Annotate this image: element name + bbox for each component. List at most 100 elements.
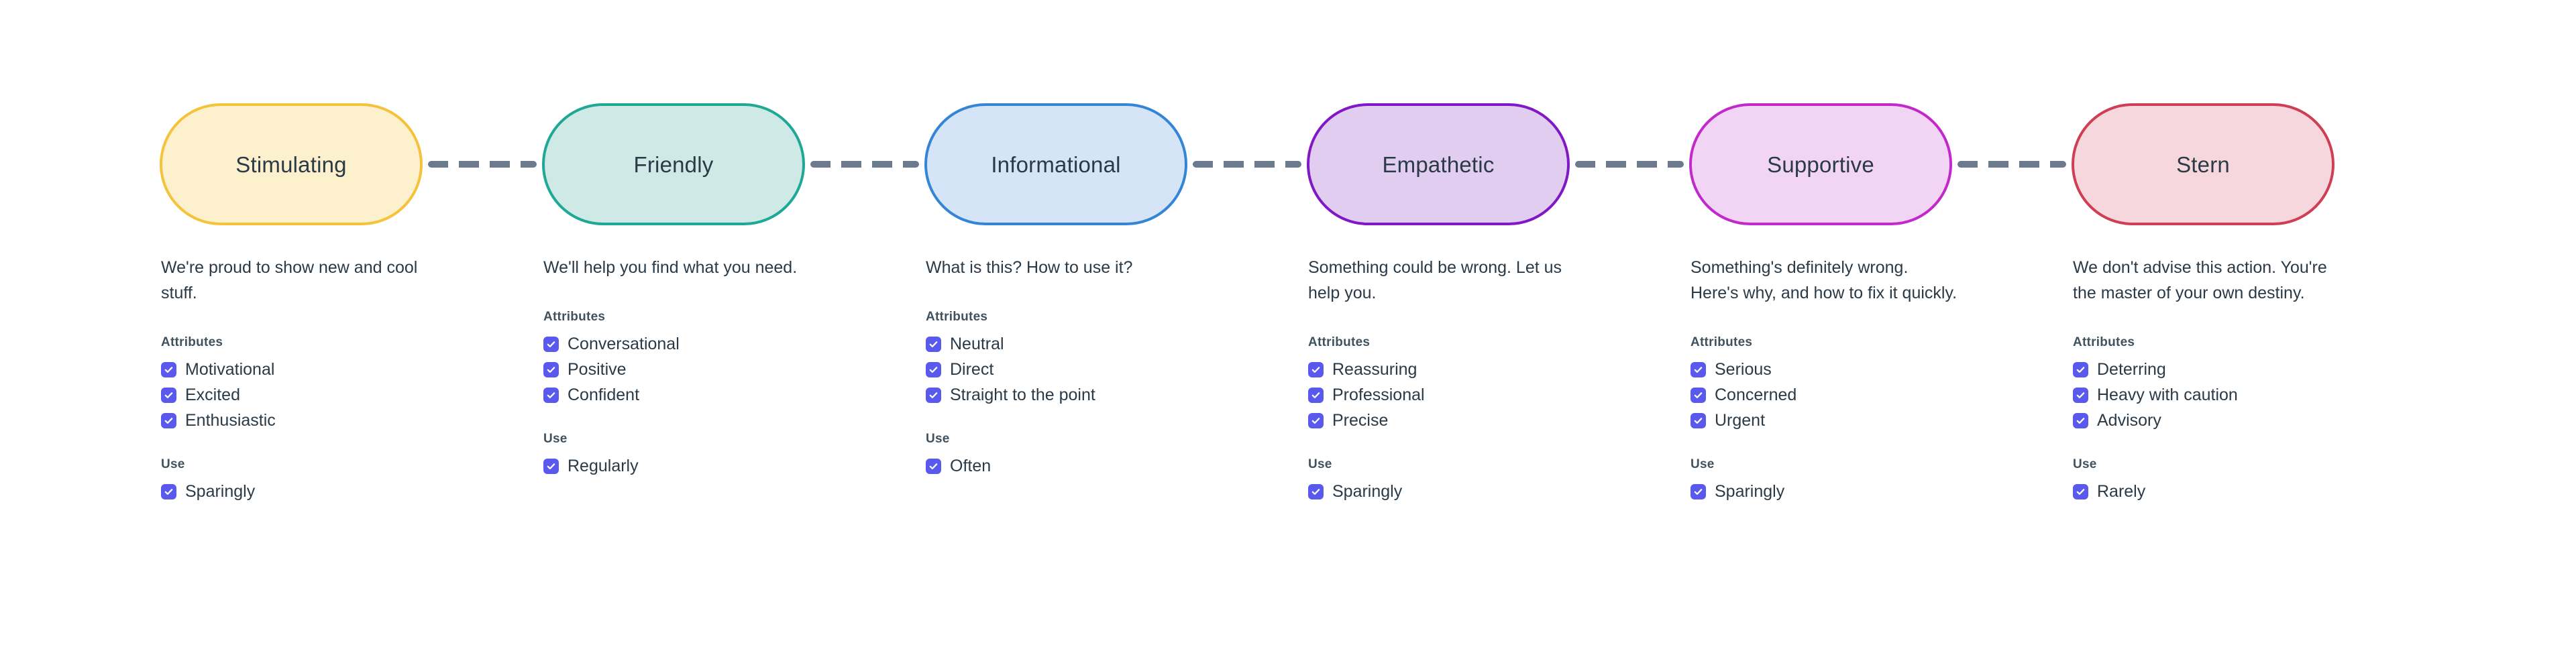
checkmark-icon[interactable] <box>161 483 176 499</box>
checkmark-icon[interactable] <box>543 361 559 377</box>
tone-pill-stern[interactable]: Stern <box>2072 103 2334 225</box>
checkmark-icon[interactable] <box>926 458 941 474</box>
checkmark-icon[interactable] <box>926 361 941 377</box>
pill-row: Supportive <box>1689 101 2072 228</box>
tone-pill-stimulating[interactable]: Stimulating <box>160 103 423 225</box>
checkbox-row[interactable]: Excited <box>161 382 542 408</box>
checkbox-row[interactable]: Reassuring <box>1308 357 1689 382</box>
dashed-line-connector-icon <box>428 161 537 168</box>
checkmark-icon[interactable] <box>926 387 941 403</box>
checkmark-icon[interactable] <box>2073 412 2088 428</box>
checkbox-row[interactable]: Sparingly <box>161 479 542 504</box>
checkmark-icon[interactable] <box>543 458 559 474</box>
pill-row: Empathetic <box>1307 101 1689 228</box>
checkbox-label: Regularly <box>568 456 639 475</box>
checkbox-label: Precise <box>1332 410 1389 430</box>
checkbox-row[interactable]: Deterring <box>2073 357 2454 382</box>
checkbox-label: Excited <box>185 385 240 404</box>
checkmark-icon[interactable] <box>1308 412 1324 428</box>
checkbox-row[interactable]: Advisory <box>2073 408 2454 433</box>
checkbox-row[interactable]: Often <box>926 453 1307 479</box>
checkbox-label: Urgent <box>1715 410 1766 430</box>
checkbox-row[interactable]: Concerned <box>1690 382 2072 408</box>
dashed-line-connector-icon <box>810 161 919 168</box>
checkbox-label: Enthusiastic <box>185 410 276 430</box>
checkbox-label: Concerned <box>1715 385 1797 404</box>
checkmark-icon[interactable] <box>543 387 559 403</box>
checkbox-label: Sparingly <box>1715 481 1785 501</box>
checkbox-row[interactable]: Precise <box>1308 408 1689 433</box>
use-block-heading: Use <box>2073 457 2097 471</box>
checkbox-row[interactable]: Enthusiastic <box>161 408 542 433</box>
checkbox-row[interactable]: Motivational <box>161 357 542 382</box>
checkbox-row[interactable]: Positive <box>543 357 924 382</box>
checkbox-row[interactable]: Heavy with caution <box>2073 382 2454 408</box>
checkbox-row[interactable]: Rarely <box>2073 479 2454 504</box>
checkmark-icon[interactable] <box>1690 387 1706 403</box>
checkmark-icon[interactable] <box>2073 483 2088 499</box>
checkbox-row[interactable]: Professional <box>1308 382 1689 408</box>
tone-pill-label: Informational <box>991 152 1121 177</box>
checkbox-row[interactable]: Serious <box>1690 357 2072 382</box>
checkmark-icon[interactable] <box>1690 412 1706 428</box>
checkmark-icon[interactable] <box>926 336 941 352</box>
checkbox-row[interactable]: Sparingly <box>1308 479 1689 504</box>
pill-row: Informational <box>924 101 1307 228</box>
checkbox-label: Deterring <box>2097 359 2166 379</box>
checkbox-row[interactable]: Confident <box>543 382 924 408</box>
checkbox-label: Rarely <box>2097 481 2146 501</box>
tone-pill-empathetic[interactable]: Empathetic <box>1307 103 1570 225</box>
checkbox-label: Direct <box>950 359 994 379</box>
attributes-block-heading: Attributes <box>926 310 988 324</box>
attributes-block-heading: Attributes <box>1308 335 1371 349</box>
tone-pill-label: Empathetic <box>1382 152 1495 177</box>
checkmark-icon[interactable] <box>161 412 176 428</box>
checkmark-icon[interactable] <box>161 361 176 377</box>
checkbox-row[interactable]: Straight to the point <box>926 382 1307 408</box>
tone-description: What is this? How to use it? <box>926 258 1133 277</box>
checkmark-icon[interactable] <box>1690 483 1706 499</box>
attributes-block-heading: Attributes <box>1690 335 1753 349</box>
checkbox-row[interactable]: Regularly <box>543 453 924 479</box>
checkbox-label: Conversational <box>568 334 680 353</box>
attributes-block-heading: Attributes <box>543 310 606 324</box>
tone-pill-supportive[interactable]: Supportive <box>1689 103 1952 225</box>
checkmark-icon[interactable] <box>1308 387 1324 403</box>
checkbox-row[interactable]: Neutral <box>926 331 1307 357</box>
checkmark-icon[interactable] <box>1308 483 1324 499</box>
checkmark-icon[interactable] <box>161 387 176 403</box>
tone-pill-informational[interactable]: Informational <box>924 103 1187 225</box>
checkmark-icon[interactable] <box>543 336 559 352</box>
checkbox-label: Heavy with caution <box>2097 385 2238 404</box>
checkbox-label: Positive <box>568 359 627 379</box>
pill-row: Stern <box>2072 101 2454 228</box>
use-block-heading: Use <box>161 457 185 471</box>
tone-description: Something could be wrong. Let us help yo… <box>1308 258 1562 302</box>
checkbox-row[interactable]: Conversational <box>543 331 924 357</box>
checkmark-icon[interactable] <box>2073 361 2088 377</box>
checkmark-icon[interactable] <box>1690 361 1706 377</box>
checkbox-row[interactable]: Sparingly <box>1690 479 2072 504</box>
checkbox-row[interactable]: Urgent <box>1690 408 2072 433</box>
checkbox-row[interactable]: Direct <box>926 357 1307 382</box>
dashed-line-connector-icon <box>1575 161 1684 168</box>
checkmark-icon[interactable] <box>1308 361 1324 377</box>
tone-description: We'll help you find what you need. <box>543 258 798 277</box>
checkmark-icon[interactable] <box>2073 387 2088 403</box>
tone-pill-friendly[interactable]: Friendly <box>542 103 805 225</box>
dashed-line-connector-icon <box>1193 161 1301 168</box>
